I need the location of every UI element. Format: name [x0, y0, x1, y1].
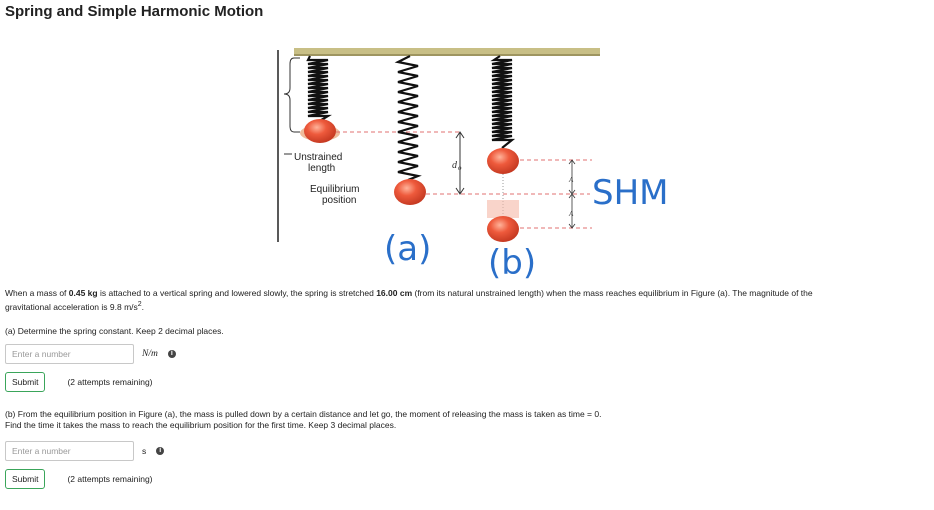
amplitude-label-top: A	[568, 176, 574, 184]
svg-text:o: o	[458, 164, 462, 172]
part-b-input-row: s i	[5, 440, 165, 462]
part-a-submit-row: Submit (2 attempts remaining)	[5, 371, 153, 393]
part-a-input-row: N/m i	[5, 343, 176, 365]
ceiling	[294, 48, 600, 55]
label-unstrained: Unstrained	[294, 152, 342, 163]
part-b-submit-row: Submit (2 attempts remaining)	[5, 468, 153, 490]
part-b-question: (b) From the equilibrium position in Fig…	[5, 409, 601, 431]
part-a-answer-input[interactable]	[5, 344, 134, 364]
label-shm: SHM	[592, 173, 668, 213]
part-b-question-line1: (b) From the equilibrium position in Fig…	[5, 409, 602, 419]
page-title: Spring and Simple Harmonic Motion	[5, 3, 264, 20]
part-b-submit-button[interactable]: Submit	[5, 469, 46, 489]
mass-value: 0.45 kg	[68, 288, 98, 298]
problem-text: When a mass of	[5, 288, 69, 298]
mass-equilibrium	[394, 179, 426, 205]
label-equilibrium: Equilibrium	[310, 184, 359, 195]
part-b-answer-input[interactable]	[5, 441, 134, 461]
stretch-value: 16.00 cm	[376, 288, 413, 298]
problem-text: gravitational acceleration is 9.8 m/s	[5, 301, 138, 312]
part-a-unit: N/m	[142, 349, 158, 359]
mass-shm-bottom	[487, 216, 519, 242]
spring-equilibrium	[394, 55, 426, 205]
problem-text: .	[141, 301, 145, 312]
part-a-question: (a) Determine the spring constant. Keep …	[5, 326, 224, 336]
part-b-question-line2: Find the time it takes the mass to reach…	[5, 420, 397, 430]
part-a-submit-button[interactable]: Submit	[5, 372, 46, 392]
spring-figure: d o A A Unstrained length Equilibrium po…	[270, 42, 700, 280]
part-a-attempts: (2 attempts remaining)	[67, 377, 153, 387]
spring-shm	[487, 55, 519, 242]
length-bracket	[283, 57, 300, 133]
label-b: (b)	[488, 243, 536, 280]
label-a: (a)	[384, 229, 431, 269]
spring-diagram: d o A A Unstrained length Equilibrium po…	[277, 48, 668, 280]
spring-unstrained	[300, 55, 340, 143]
mass-unstrained	[304, 119, 336, 143]
label-length: length	[308, 163, 335, 174]
amplitude-label-bottom: A	[568, 210, 574, 218]
d0-label: d	[452, 160, 458, 171]
exponent: 2	[137, 301, 142, 308]
problem-statement: When a mass of 0.45 kg is attached to a …	[5, 288, 925, 313]
info-icon[interactable]: i	[156, 447, 165, 455]
part-b-unit: s	[142, 446, 147, 456]
mass-shm-top	[487, 148, 519, 174]
label-position: position	[322, 195, 356, 206]
problem-text: (from its natural unstrained length) whe…	[412, 288, 813, 298]
info-icon[interactable]: i	[167, 350, 176, 358]
problem-text: is attached to a vertical spring and low…	[97, 288, 377, 298]
part-b-attempts: (2 attempts remaining)	[67, 474, 153, 484]
